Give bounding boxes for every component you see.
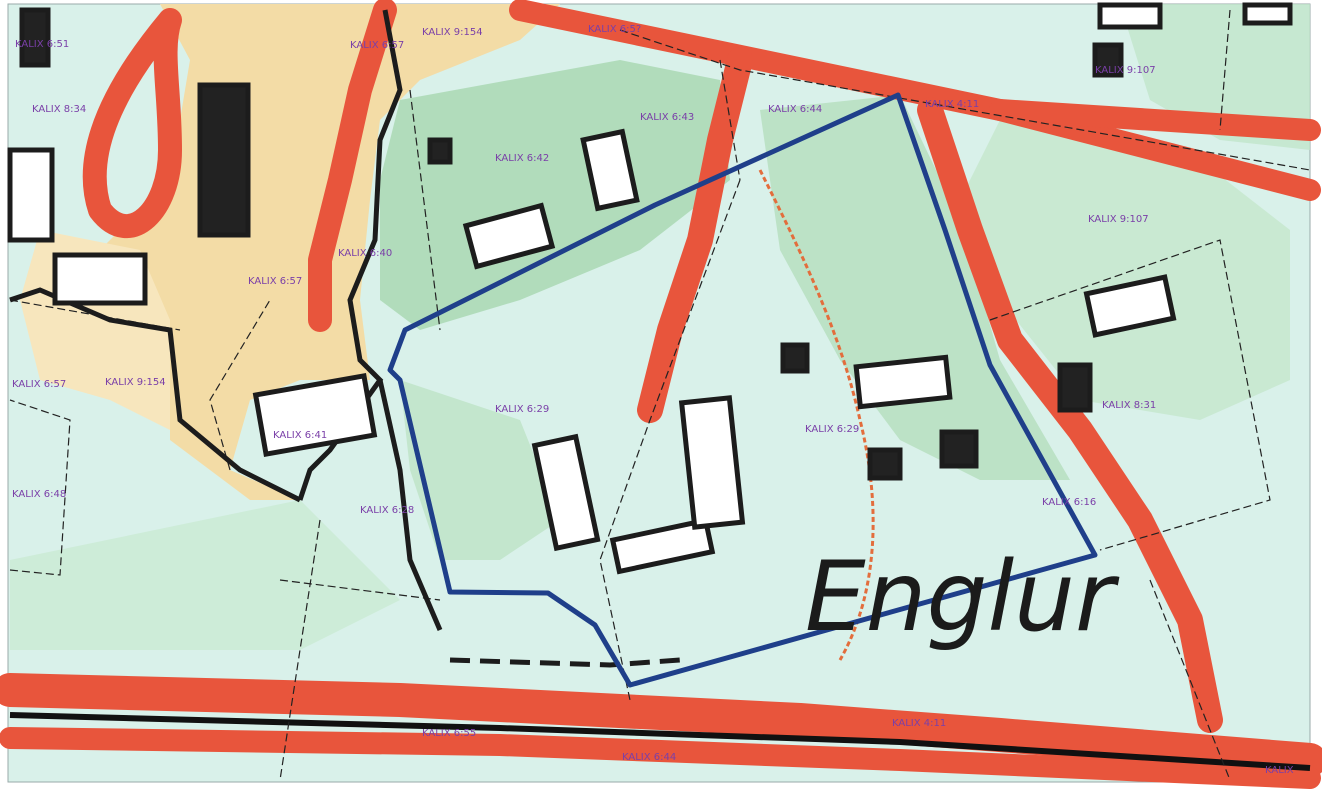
property-line (209, 299, 271, 471)
building (462, 202, 556, 270)
parcel-label: KALIX 6:29 (495, 404, 549, 415)
parcel-label: KALIX 6:28 (360, 505, 414, 516)
parcel-label: KALIX 9:107 (1095, 65, 1156, 76)
road-west-curve (82, 8, 182, 238)
parcel-label: KALIX 9:107 (1088, 214, 1149, 225)
building (580, 128, 640, 212)
parcel-label: KALIX 6:43 (640, 112, 694, 123)
forest-area (760, 95, 1070, 480)
parcel-label: KALIX 6:44 (768, 104, 822, 115)
parcel-label: KALIX 6:57 (350, 40, 404, 51)
parcel-label: KALIX 6:57 (248, 276, 302, 287)
property-line (409, 89, 441, 331)
place-name: Englur (805, 541, 1120, 653)
building (1097, 2, 1163, 30)
property-line (9, 399, 71, 576)
parcel-label: KALIX 6:57 (12, 379, 66, 390)
building (531, 433, 601, 552)
building (1083, 274, 1177, 338)
forest-area (10, 500, 400, 650)
parcel-label: KALIX 6:16 (1042, 497, 1096, 508)
property-line (1219, 9, 1231, 131)
parcel-label: KALIX 8:34 (32, 104, 86, 115)
parcel-label: KALIX 6:48 (12, 489, 66, 500)
property-line (279, 579, 441, 601)
parcel-label: KALIX 4:11 (892, 718, 946, 729)
building (853, 354, 953, 410)
building (1092, 42, 1124, 78)
building (7, 147, 55, 243)
track (758, 169, 875, 661)
parcel-label: KALIX 9:154 (422, 27, 483, 38)
buildings (7, 2, 1293, 575)
road-north-branch (989, 99, 1321, 141)
parcel-label: KALIX 6:42 (495, 153, 549, 164)
road-east (917, 97, 1223, 733)
building (1242, 2, 1293, 26)
parcel-label: KALIX 6:44 (622, 752, 676, 763)
highlighted-property-boundary (387, 92, 1098, 688)
field-outline (449, 657, 681, 668)
building (52, 252, 148, 306)
parcel-label: KALIX 6:51 (15, 39, 69, 50)
road-north (509, 0, 1321, 201)
building (197, 82, 251, 238)
building (1057, 362, 1093, 413)
building (427, 137, 453, 165)
parcel-label: KALIX 6:29 (805, 424, 859, 435)
parcel-label: KALIX 4:11 (925, 99, 979, 110)
building (678, 395, 746, 530)
road-south (0, 673, 1322, 777)
parcel-label: KALIX 6:5? (588, 24, 641, 35)
field-outlines (9, 9, 681, 668)
building (609, 517, 716, 575)
road-diagonal (637, 47, 753, 423)
parcel-label: KALIX 6:40 (338, 248, 392, 259)
building (867, 447, 903, 481)
parcel-label: KALIX 9:154 (105, 377, 166, 388)
building (780, 342, 810, 374)
field-outline (377, 379, 443, 631)
road-west (308, 0, 397, 332)
property-line (719, 59, 741, 181)
forest-area (960, 120, 1290, 420)
forest-area (1120, 4, 1310, 150)
parcel-label: KALIX 8:31 (1102, 400, 1156, 411)
parcel-label: KALIX (1265, 765, 1294, 776)
parcel-label: KALIX 6:41 (273, 430, 327, 441)
forest-area (400, 380, 560, 560)
parcel-label: KALIX 6:55 (422, 728, 476, 739)
property-lines (9, 9, 1311, 781)
road-south-lower (0, 727, 1321, 789)
field-outline (297, 9, 403, 501)
parcel-labels: KALIX 6:51 KALIX 6:57 KALIX 9:154 KALIX … (12, 24, 1294, 776)
building (939, 429, 979, 469)
field-outline (9, 287, 302, 503)
property-line (599, 179, 741, 701)
building (19, 7, 51, 68)
building (252, 373, 378, 457)
property-line (619, 29, 1311, 171)
railway (9, 712, 1311, 771)
property-line (989, 239, 1271, 551)
property-line (279, 519, 321, 781)
forest-area (380, 60, 730, 330)
